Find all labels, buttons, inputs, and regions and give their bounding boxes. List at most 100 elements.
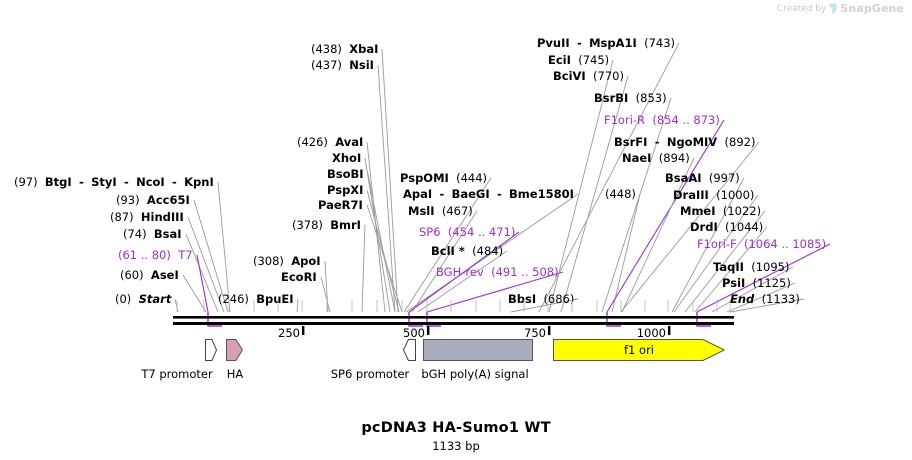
- label-part-enz: DrdI: [690, 220, 718, 234]
- label-part-dash: -: [172, 175, 177, 189]
- feature-label-ha-tag: HA: [226, 367, 244, 381]
- annotation-label-t7-primer[interactable]: (61 .. 80) T7: [118, 249, 193, 261]
- label-part-pos: (93): [116, 193, 140, 207]
- label-part-pos: (1095): [751, 260, 790, 274]
- annotation-label-bgh-rev[interactable]: BGH-rev (491 .. 508): [436, 266, 559, 278]
- leader-line-ecoRI: [320, 276, 331, 313]
- annotation-label-taqII[interactable]: TaqII (1095): [713, 261, 789, 273]
- annotation-label-bsaAI[interactable]: BsaAI (997): [665, 172, 740, 184]
- annotation-label-acc65I[interactable]: (93) Acc65I: [116, 194, 190, 206]
- leader-line-t7-primer: [196, 254, 209, 313]
- feature-bgh-polya[interactable]: [423, 339, 533, 365]
- label-part-pos: (484): [472, 244, 504, 258]
- leader-line-end: [729, 298, 805, 313]
- label-part-pos: (743): [644, 36, 676, 50]
- leader-line-bme1580I-pos: [611, 193, 641, 313]
- leader-line-mslI: [411, 210, 478, 313]
- label-part-pos: (426): [297, 135, 328, 149]
- leader-line-bbsI: [510, 298, 579, 313]
- label-part-enz: BpuEI: [256, 292, 294, 306]
- label-part-enz: BsrFI: [614, 135, 648, 149]
- feature-label-f1-ori: f1 ori: [624, 343, 654, 357]
- annotation-label-bme1580I-pos[interactable]: (448): [605, 188, 636, 200]
- annotation-label-pvuII-group[interactable]: PvuII - MspA1I (743): [537, 37, 675, 49]
- annotation-label-start[interactable]: (0) Start: [115, 293, 171, 305]
- leader-line-btgI-group: [217, 181, 231, 313]
- label-part-pos: (1044): [725, 220, 764, 234]
- feature-shape-sp6-promoter: [402, 339, 416, 361]
- page-title: pcDNA3 HA-Sumo1 WT: [361, 420, 551, 436]
- annotation-label-sp6-primer[interactable]: SP6 (454 .. 471): [419, 226, 515, 238]
- label-part-pos: (1000): [716, 188, 755, 202]
- annotation-label-psiI[interactable]: PsiI (1125): [722, 277, 791, 289]
- feature-ha-tag[interactable]: [226, 339, 244, 365]
- label-part-pos: (770): [593, 69, 624, 83]
- annotation-label-f1ori-f[interactable]: F1ori-F (1064 .. 1085): [697, 238, 826, 250]
- leader-line-hindIII: [187, 216, 225, 313]
- annotation-label-pspXI[interactable]: PspXI: [327, 184, 363, 196]
- label-part-enz: BtgI: [44, 175, 72, 189]
- leader-line-drdI: [694, 226, 768, 313]
- annotation-label-btgI-group[interactable]: (97) BtgI - StyI - NcoI - KpnI: [14, 176, 214, 188]
- annotation-label-paeR7I[interactable]: PaeR7I: [318, 199, 363, 211]
- feature-sp6-promoter[interactable]: [402, 339, 416, 365]
- annotation-label-pspOMI[interactable]: PspOMI (444): [400, 172, 487, 184]
- label-part-enz: F1ori-R: [604, 113, 646, 127]
- watermark-brand: SnapGene: [840, 2, 904, 15]
- annotation-label-bsoBI[interactable]: BsoBI: [327, 168, 364, 180]
- label-part-enz: XhoI: [332, 151, 362, 165]
- label-part-enz: KpnI: [184, 175, 214, 189]
- annotation-label-naeI[interactable]: NaeI (894): [622, 152, 690, 164]
- annotation-label-end[interactable]: End (1133): [730, 293, 800, 305]
- label-part-enz: AseI: [150, 268, 179, 282]
- annotation-label-f1ori-r[interactable]: F1ori-R (854 .. 873): [604, 114, 720, 126]
- ruler-graphics: [173, 300, 734, 335]
- label-part-pos: (87): [110, 210, 134, 224]
- annotation-label-bbsI[interactable]: BbsI (686): [508, 293, 574, 305]
- leader-line-xhoI: [364, 157, 391, 313]
- ruler-major-tick-250: [302, 326, 305, 335]
- label-part-pos: (378): [292, 218, 323, 232]
- ruler-label-250: 250: [278, 326, 300, 340]
- annotation-label-avaI[interactable]: (426) AvaI: [297, 136, 363, 148]
- annotation-label-eciI[interactable]: EciI (745): [548, 54, 609, 66]
- leader-line-bsrBI: [601, 97, 672, 313]
- leader-line-apaI-group: [405, 193, 579, 313]
- annotation-label-xbaI[interactable]: (438) XbaI: [311, 43, 378, 55]
- annotation-label-xhoI[interactable]: XhoI: [332, 152, 361, 164]
- feature-f1-ori[interactable]: [553, 339, 726, 365]
- annotation-label-draIII[interactable]: DraIII (1000): [673, 189, 754, 201]
- feature-t7-promoter[interactable]: [205, 339, 218, 365]
- annotation-label-hindIII[interactable]: (87) HindIII: [110, 211, 184, 223]
- label-part-enz: BclI *: [431, 244, 465, 258]
- annotation-label-mslI[interactable]: MslI (467): [408, 205, 473, 217]
- annotation-label-bsrBI[interactable]: BsrBI (853): [594, 92, 667, 104]
- label-part-enz: BciVI: [553, 69, 586, 83]
- label-part-pos: (1133): [761, 292, 800, 306]
- label-part-dash: -: [123, 175, 129, 189]
- leader-line-bsaI: [185, 233, 219, 313]
- annotation-label-mmeI[interactable]: MmeI (1022): [680, 205, 761, 217]
- label-part-pos: (1022): [722, 204, 762, 218]
- annotation-label-bmrI[interactable]: (378) BmrI: [292, 219, 361, 231]
- label-part-enz: MspA1I: [589, 36, 637, 50]
- label-part-pos: (61 .. 80): [118, 248, 171, 262]
- label-part-enz: StyI: [91, 175, 117, 189]
- annotation-label-nsiI[interactable]: (437) NsiI: [311, 59, 374, 71]
- annotation-label-apaI-group[interactable]: ApaI - BaeGI - Bme1580I: [403, 188, 574, 200]
- annotation-label-drdI[interactable]: DrdI (1044): [690, 221, 763, 233]
- annotation-label-bpuEI[interactable]: (246) BpuEI: [218, 293, 294, 305]
- annotation-label-bsrFI-group[interactable]: BsrFI - NgoMIV (892): [614, 136, 755, 148]
- annotation-label-bciVI[interactable]: BciVI (770): [553, 70, 624, 82]
- annotation-label-bsaI[interactable]: (74) BsaI: [123, 228, 182, 240]
- annotation-label-apoI[interactable]: (308) ApoI: [253, 255, 321, 267]
- label-part-dash: -: [654, 135, 660, 149]
- label-part-enz: Bme1580I: [509, 187, 574, 201]
- annotation-label-bclI[interactable]: BclI * (484): [431, 245, 503, 257]
- annotation-label-ecoRI[interactable]: EcoRI: [281, 271, 317, 283]
- label-part-enz: BaeGI: [451, 187, 490, 201]
- backbone-line-bottom: [173, 322, 734, 325]
- annotation-label-aseI[interactable]: (60) AseI: [120, 269, 179, 281]
- plasmid-size: 1133 bp: [432, 439, 480, 453]
